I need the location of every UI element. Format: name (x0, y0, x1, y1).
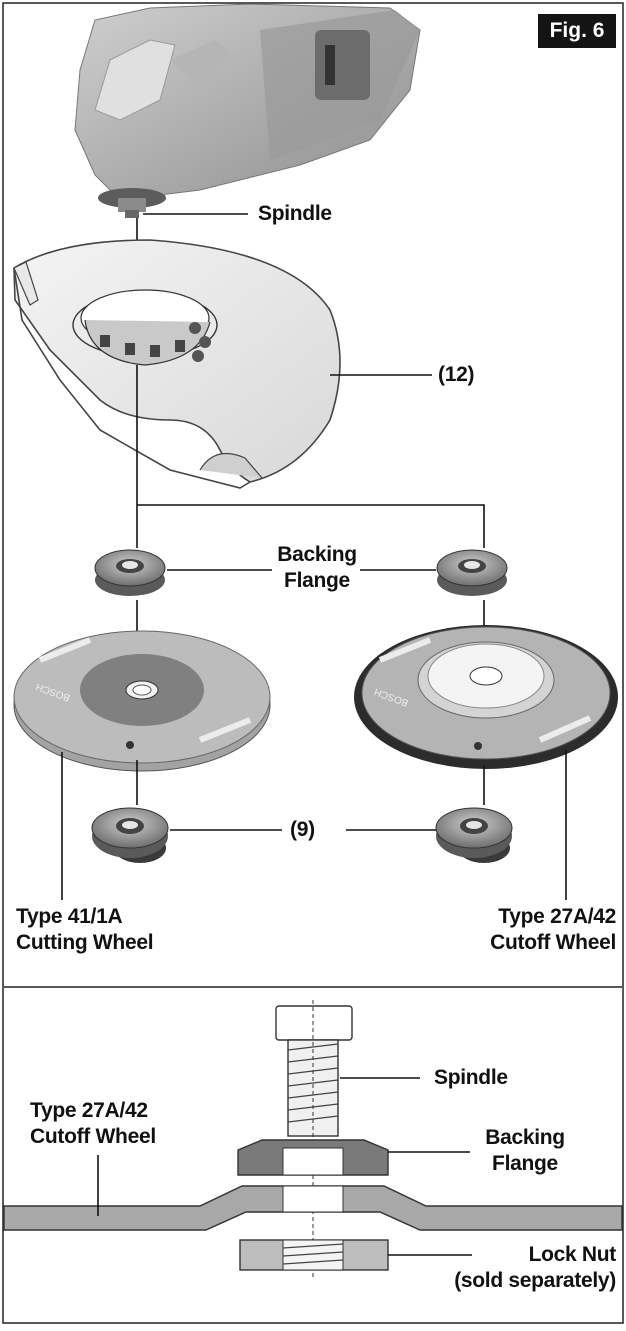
lock-nut-label: Lock Nut (sold separately) (420, 1242, 616, 1294)
clamping-nut-right (435, 807, 513, 863)
spindle-cross-section (275, 1005, 353, 1137)
clamping-nut-label: (9) (290, 818, 315, 841)
backing-flange-left (94, 549, 166, 596)
backing-flange-label-top-line2: Flange (284, 569, 350, 592)
backing-flange-label-bottom: Backing Flange (470, 1125, 580, 1177)
backing-flange-label-top-line1: Backing (277, 543, 357, 566)
spindle-label-top: Spindle (258, 202, 332, 225)
cutoff-wheel-cross-section (3, 1185, 623, 1231)
left-wheel-label: Type 41/1A Cutting Wheel (16, 904, 154, 956)
backing-flange-label-top: Backing Flange (262, 542, 372, 594)
backing-flange-right (436, 549, 508, 596)
lock-nut-label-line1: Lock Nut (528, 1243, 617, 1266)
backing-flange-cross-section (237, 1139, 389, 1176)
lock-nut-label-line2: (sold separately) (454, 1269, 616, 1292)
axis-line-right (137, 504, 485, 548)
wheel-guard (13, 239, 341, 489)
cross-section-wheel-label-line1: Type 27A/42 (30, 1099, 148, 1122)
cross-section-wheel-label-line2: Cutoff Wheel (30, 1125, 156, 1148)
left-wheel-label-line2: Cutting Wheel (16, 931, 154, 954)
right-wheel-label-line2: Cutoff Wheel (490, 931, 616, 954)
angle-grinder (74, 3, 421, 218)
cross-section-wheel-label: Type 27A/42 Cutoff Wheel (30, 1098, 156, 1150)
right-wheel-label-line1: Type 27A/42 (498, 905, 616, 928)
lock-nut-cross-section (239, 1239, 389, 1271)
spindle-label-bottom: Spindle (434, 1066, 508, 1089)
guard-label: (12) (438, 363, 475, 386)
cutting-wheel-type41: BOSCH (13, 630, 271, 772)
clamping-nut-left (91, 807, 169, 863)
cutoff-wheel-type27: BOSCH (354, 625, 618, 769)
right-wheel-label: Type 27A/42 Cutoff Wheel (440, 904, 616, 956)
left-wheel-label-line1: Type 41/1A (16, 905, 123, 928)
backing-flange-label-bottom-line1: Backing (485, 1126, 565, 1149)
figure-badge: Fig. 6 (538, 14, 616, 48)
backing-flange-label-bottom-line2: Flange (492, 1152, 558, 1175)
